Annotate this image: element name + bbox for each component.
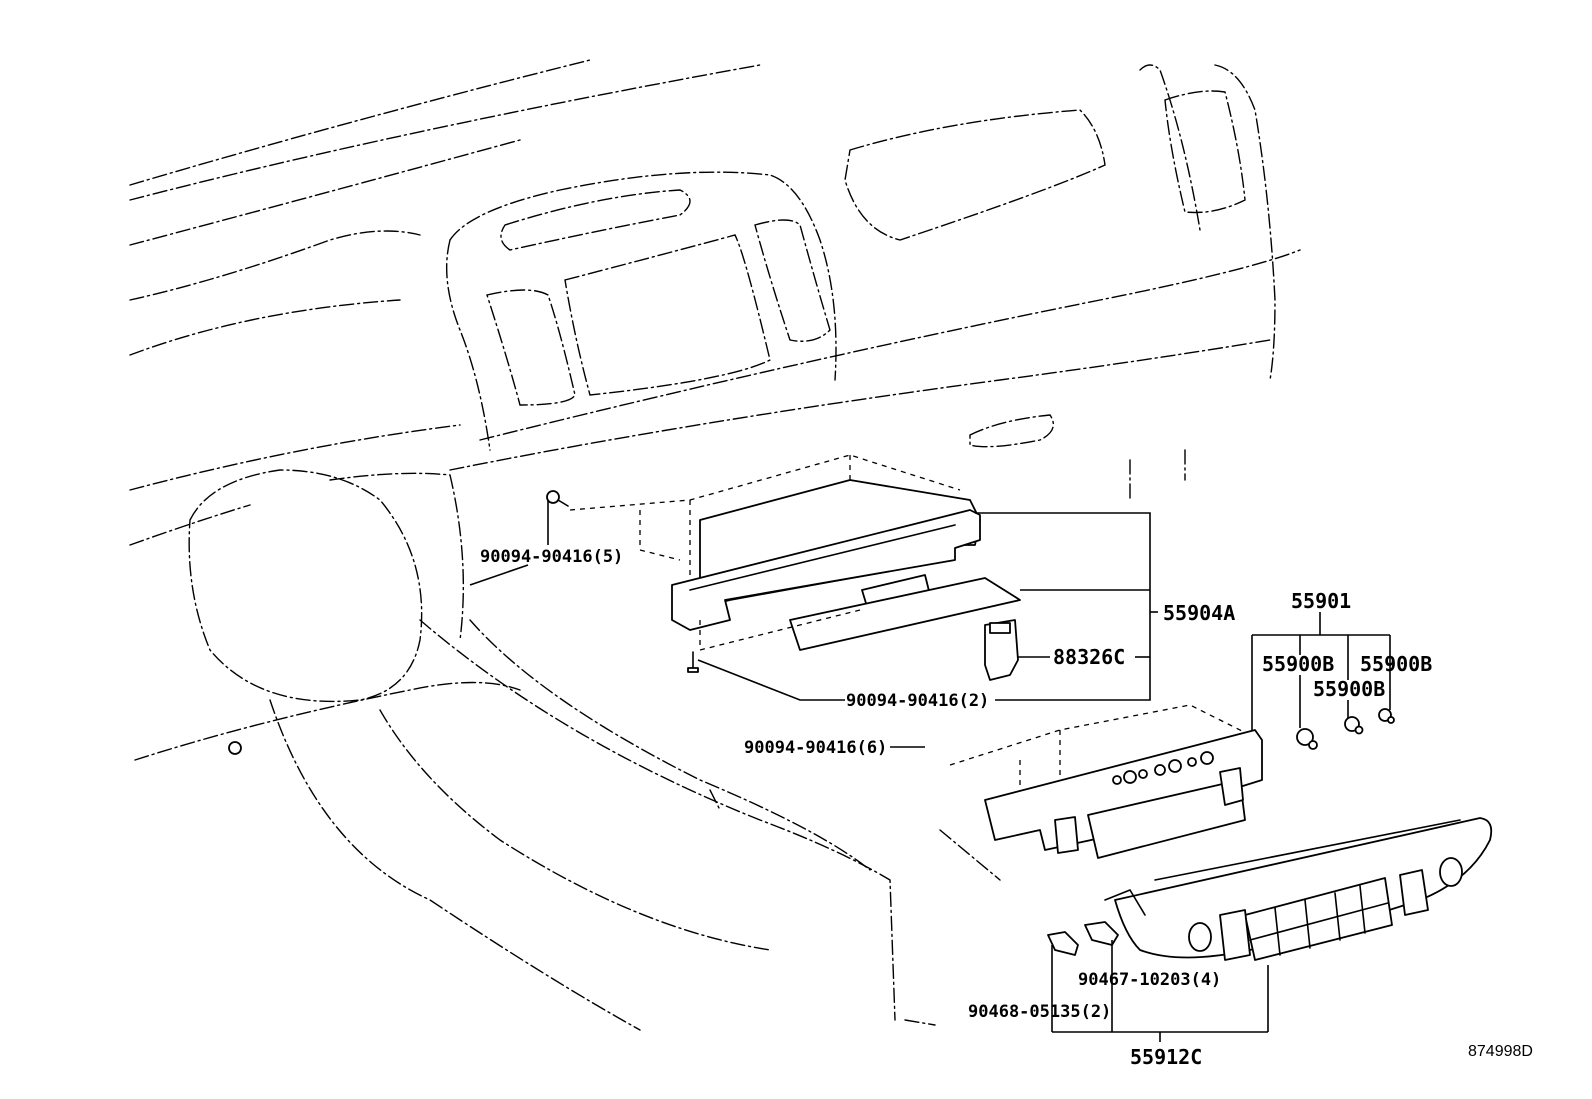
label-90094-90416-5: 90094-90416(5) xyxy=(480,547,623,567)
control-panel xyxy=(1104,817,1493,961)
bulb-icon xyxy=(1344,716,1364,735)
bracket-assembly xyxy=(569,454,1021,651)
label-90467-10203-4: 90467-10203(4) xyxy=(1078,970,1221,990)
bulb-icon xyxy=(1296,728,1318,750)
label-90094-90416-2: 90094-90416(2) xyxy=(846,691,989,711)
screw-icon xyxy=(228,741,242,755)
clip-icon xyxy=(1084,921,1119,946)
label-55904a: 55904A xyxy=(1163,601,1235,625)
label-55912c: 55912C xyxy=(1130,1045,1202,1069)
label-55900b-middle: 55900B xyxy=(1313,677,1385,701)
label-90468-05135-2: 90468-05135(2) xyxy=(968,1002,1111,1022)
clip-icon xyxy=(1047,931,1079,956)
screw-icon xyxy=(687,651,699,673)
screw-icon xyxy=(546,490,569,507)
label-55900b-right: 55900B xyxy=(1360,652,1432,676)
label-90094-90416-6: 90094-90416(6) xyxy=(744,738,887,758)
dashboard-outline xyxy=(129,59,1301,1031)
label-55900b-left: 55900B xyxy=(1262,652,1334,676)
clip-88326c xyxy=(984,619,1019,681)
bulb-icon xyxy=(1378,708,1395,724)
control-board xyxy=(949,704,1263,859)
label-55901: 55901 xyxy=(1291,589,1351,613)
figure-id: 874998D xyxy=(1468,1043,1533,1060)
leader-lines xyxy=(469,500,1391,1042)
label-88326c: 88326C xyxy=(1053,645,1125,669)
callout-labels: 90094-90416(5) 55904A 88326C 90094-90416… xyxy=(480,547,1533,1069)
